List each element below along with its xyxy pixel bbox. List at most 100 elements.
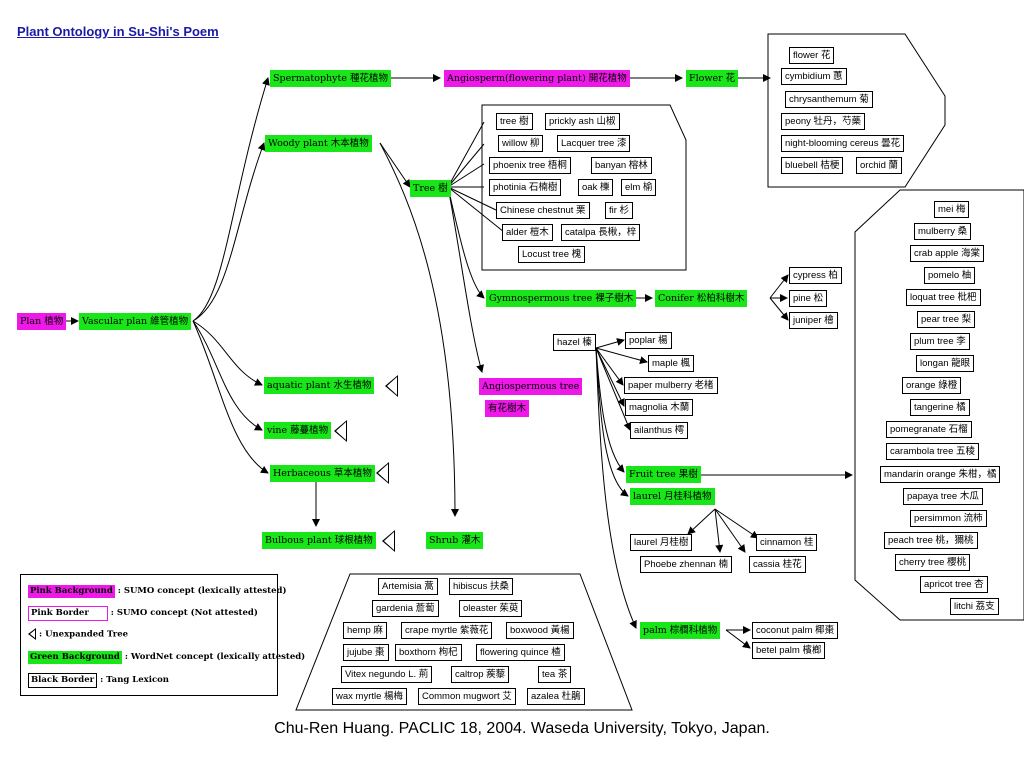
tree-item[interactable]: Lacquer tree 漆 [557, 135, 631, 152]
node-hazel[interactable]: hazel 榛 [553, 334, 596, 351]
shrub-item[interactable]: flowering quince 楂 [476, 644, 565, 661]
node-angiospermous-tree-zh[interactable]: 有花樹木 [485, 400, 530, 417]
fruit-item[interactable]: orange 綠橙 [902, 377, 962, 394]
node-laurel-family[interactable]: laurel 月桂科植物 [630, 488, 715, 505]
fruit-item[interactable]: crab apple 海棠 [910, 245, 985, 262]
legend-pink-border-desc: : SUMO concept (Not attested) [110, 608, 258, 618]
flower-item[interactable]: chrysanthemum 菊 [785, 91, 873, 108]
fruit-item[interactable]: mulberry 桑 [914, 223, 972, 240]
shrub-item[interactable]: hemp 麻 [343, 622, 387, 639]
unexpanded-tree-icon[interactable] [334, 420, 347, 442]
tree-item[interactable]: fir 杉 [605, 202, 634, 219]
angio-item[interactable]: paper mulberry 老楮 [624, 377, 718, 394]
fruit-item[interactable]: apricot tree 杏 [920, 576, 988, 593]
tree-item[interactable]: alder 榿木 [502, 224, 553, 241]
fruit-item[interactable]: longan 龍眼 [916, 355, 975, 372]
tree-item[interactable]: oak 櫟 [578, 179, 614, 196]
tree-item[interactable]: Chinese chestnut 栗 [496, 202, 590, 219]
tree-item[interactable]: elm 榆 [621, 179, 657, 196]
tree-item[interactable]: phoenix tree 梧桐 [489, 157, 571, 174]
flower-item[interactable]: cymbidium 蕙 [781, 68, 847, 85]
shrub-item[interactable]: Common mugwort 艾 [418, 688, 516, 705]
shrub-item[interactable]: boxwood 黃楊 [506, 622, 574, 639]
node-shrub[interactable]: Shrub 灌木 [426, 532, 484, 549]
fruit-item[interactable]: cherry tree 櫻桃 [895, 554, 971, 571]
palm-item[interactable]: betel palm 檳榔 [752, 642, 826, 659]
fruit-item[interactable]: tangerine 橘 [910, 399, 970, 416]
tree-item[interactable]: Locust tree 槐 [518, 246, 586, 263]
fruit-container [854, 189, 1024, 621]
shrub-item[interactable]: oleaster 茱萸 [459, 600, 523, 617]
conifer-item[interactable]: cypress 柏 [789, 267, 842, 284]
unexpanded-tree-icon[interactable] [385, 375, 398, 397]
node-flower[interactable]: Flower 花 [686, 70, 739, 87]
shrub-item[interactable]: azalea 杜鵑 [527, 688, 585, 705]
node-angiosperm[interactable]: Angiosperm(flowering plant) 開花植物 [444, 70, 630, 87]
shrub-item[interactable]: Artemisia 蒿 [378, 578, 438, 595]
node-vine[interactable]: vine 藤蔓植物 [264, 422, 332, 439]
laurel-item[interactable]: Phoebe zhennan 楠 [640, 556, 732, 573]
conifer-item[interactable]: pine 松 [789, 290, 828, 307]
node-fruit-tree[interactable]: Fruit tree 果樹 [626, 466, 701, 483]
shrub-item[interactable]: boxthorn 枸杞 [395, 644, 462, 661]
node-conifer[interactable]: Conifer 松柏科樹木 [655, 290, 748, 307]
fruit-item[interactable]: persimmon 流柿 [910, 510, 987, 527]
shrub-item[interactable]: caltrop 蒺藜 [451, 666, 510, 683]
flower-item[interactable]: night-blooming cereus 曇花 [781, 135, 905, 152]
caption: Chu-Ren Huang. PACLIC 18, 2004. Waseda U… [274, 720, 770, 737]
node-gymnospermous-tree[interactable]: Gymnospermous tree 裸子樹木 [486, 290, 637, 307]
node-vascular-plant[interactable]: Vascular plan 維管植物 [79, 313, 192, 330]
fruit-item[interactable]: pomegranate 石榴 [886, 421, 972, 438]
fruit-item[interactable]: peach tree 桃，獮桃 [884, 532, 978, 549]
shrub-item[interactable]: gardenia 薝蔔 [372, 600, 439, 617]
tree-item[interactable]: catalpa 長楸，梓 [561, 224, 641, 241]
angio-item[interactable]: poplar 楊 [625, 332, 672, 349]
laurel-item[interactable]: cinnamon 桂 [756, 534, 818, 551]
fruit-item[interactable]: litchi 荔支 [950, 598, 999, 615]
flower-item[interactable]: peony 牡丹，芍藥 [781, 113, 866, 130]
tree-item[interactable]: prickly ash 山椒 [545, 113, 620, 130]
flower-item[interactable]: flower 花 [789, 47, 835, 64]
fruit-item[interactable]: mei 梅 [934, 201, 970, 218]
shrub-item[interactable]: wax myrtle 楊梅 [332, 688, 408, 705]
fruit-item[interactable]: papaya tree 木瓜 [903, 488, 983, 505]
angio-item[interactable]: magnolia 木蘭 [625, 399, 694, 416]
tree-item[interactable]: tree 樹 [496, 113, 533, 130]
laurel-item[interactable]: laurel 月桂樹 [630, 534, 693, 551]
shrub-item[interactable]: tea 茶 [538, 666, 572, 683]
fruit-item[interactable]: mandarin orange 朱柑，橘 [880, 466, 1001, 483]
node-aquatic-plant[interactable]: aquatic plant 水生植物 [264, 377, 375, 394]
flower-item[interactable]: bluebell 桔梗 [781, 157, 844, 174]
fruit-item[interactable]: plum tree 李 [910, 333, 970, 350]
legend-pink-border-swatch: Pink Border [28, 606, 108, 621]
laurel-item[interactable]: cassia 桂花 [749, 556, 806, 573]
shrub-item[interactable]: jujube 棗 [343, 644, 389, 661]
legend-black-border-desc: : Tang Lexicon [100, 675, 169, 685]
flower-item[interactable]: orchid 蘭 [856, 157, 903, 174]
unexpanded-tree-icon[interactable] [376, 462, 389, 484]
tree-item[interactable]: photinia 石楠樹 [489, 179, 562, 196]
node-bulbous-plant[interactable]: Bulbous plant 球根植物 [262, 532, 376, 549]
shrub-item[interactable]: hibiscus 扶桑 [449, 578, 513, 595]
tree-item[interactable]: banyan 榕林 [591, 157, 652, 174]
node-spermatophyte[interactable]: Spermatophyte 種花植物 [270, 70, 391, 87]
node-angiospermous-tree[interactable]: Angiospermous tree [479, 378, 583, 395]
node-plant[interactable]: Plan 植物 [17, 313, 67, 330]
angio-item[interactable]: maple 楓 [648, 355, 695, 372]
unexpanded-tree-icon[interactable] [382, 530, 395, 552]
tree-item[interactable]: willow 柳 [498, 135, 544, 152]
fruit-item[interactable]: carambola tree 五稜 [886, 443, 980, 460]
node-palm[interactable]: palm 棕櫚科植物 [640, 622, 721, 639]
legend-pink-background-desc: : SUMO concept (lexically attested) [117, 586, 287, 596]
shrub-item[interactable]: crape myrtle 紫薇花 [401, 622, 493, 639]
conifer-item[interactable]: juniper 檜 [789, 312, 838, 329]
fruit-item[interactable]: pomelo 柚 [924, 267, 976, 284]
node-tree[interactable]: Tree 樹 [410, 180, 451, 197]
node-woody-plant[interactable]: Woody plant 木本植物 [265, 135, 372, 152]
palm-item[interactable]: coconut palm 椰棗 [752, 622, 839, 639]
fruit-item[interactable]: loquat tree 枇杷 [906, 289, 981, 306]
node-herbaceous[interactable]: Herbaceous 草本植物 [270, 465, 375, 482]
angio-item[interactable]: ailanthus 樗 [630, 422, 689, 439]
fruit-item[interactable]: pear tree 梨 [917, 311, 976, 328]
shrub-item[interactable]: Vitex negundo L. 荊 [341, 666, 433, 683]
